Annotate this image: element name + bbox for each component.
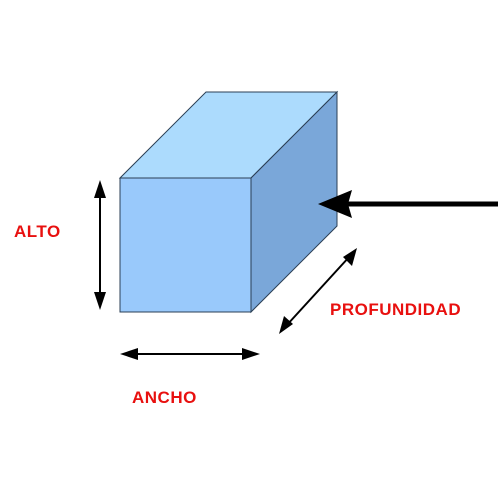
depth-dimension-arrow bbox=[279, 248, 357, 334]
depth-label: PROFUNDIDAD bbox=[330, 300, 462, 319]
pointer-arrow bbox=[318, 190, 498, 218]
width-dimension-arrow bbox=[120, 348, 260, 360]
height-label: ALTO bbox=[14, 222, 61, 241]
box-front-face bbox=[119, 177, 252, 313]
height-dimension-arrow bbox=[94, 180, 106, 310]
width-label: ANCHO bbox=[132, 388, 197, 407]
